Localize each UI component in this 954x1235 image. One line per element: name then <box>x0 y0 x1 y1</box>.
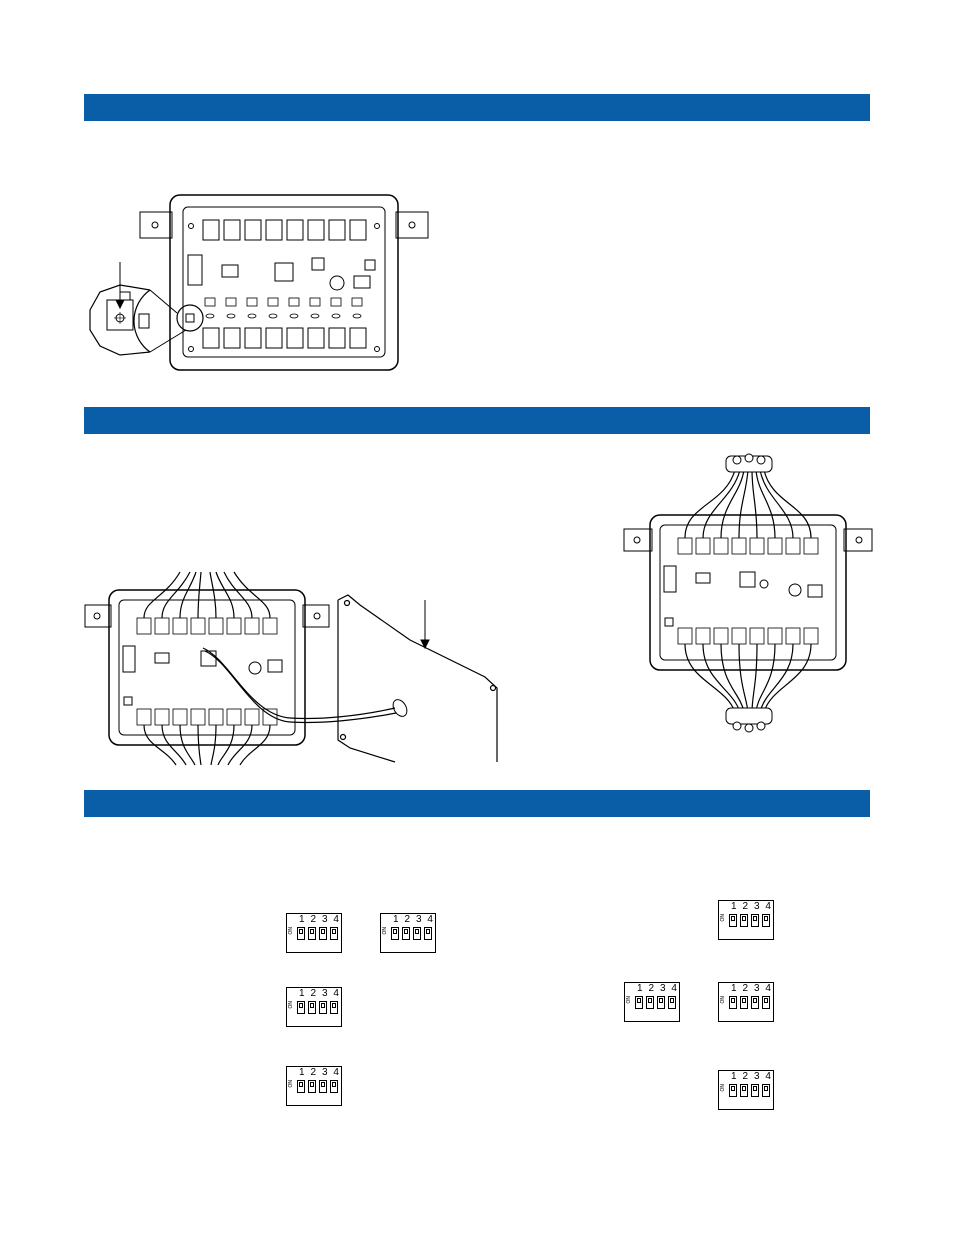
dip-on-label: ON <box>288 927 294 935</box>
dip-label: 4 <box>765 901 771 912</box>
dip-toggle <box>319 1080 327 1093</box>
dip-toggle <box>751 1084 759 1097</box>
dip-toggle <box>762 1084 770 1097</box>
dip-label: 3 <box>753 901 760 912</box>
dip-toggle <box>319 1001 327 1014</box>
dip-toggle <box>308 1001 316 1014</box>
dip-toggle <box>751 996 759 1009</box>
dip-toggle <box>729 914 737 927</box>
dip-toggle <box>297 1080 305 1093</box>
dip-switch-e: 1 2 3 4 ON <box>718 900 774 940</box>
dip-label: 4 <box>765 983 771 994</box>
section-header-bar-2 <box>84 407 870 434</box>
cable-bundle-bottom <box>725 707 773 733</box>
dip-label: 2 <box>310 988 317 999</box>
board-figure-1 <box>89 194 429 371</box>
board-figure-3 <box>623 453 873 733</box>
dip-label: 3 <box>753 983 760 994</box>
dip-on-label: ON <box>382 927 388 935</box>
dip-label: 2 <box>310 1067 317 1078</box>
rj-jacks-bottom <box>202 327 367 349</box>
dip-label: 4 <box>671 983 677 994</box>
dip-switch-f: 1 2 3 4 ON <box>624 982 680 1022</box>
dip-toggle <box>740 1084 748 1097</box>
dip-label: 2 <box>742 901 749 912</box>
dip-toggle <box>297 1001 305 1014</box>
dip-label: 1 <box>299 988 305 999</box>
dip-switch-a: 1 2 3 4 ON <box>286 913 342 953</box>
dip-toggle <box>657 996 665 1009</box>
dip-label: 4 <box>427 914 433 925</box>
dip-label: 4 <box>765 1071 771 1082</box>
rj-jacks-top <box>202 219 367 241</box>
dip-toggle <box>762 914 770 927</box>
dip-toggle <box>402 927 410 940</box>
dip-toggle <box>729 996 737 1009</box>
dip-switch-d: 1 2 3 4 ON <box>286 1066 342 1106</box>
dip-toggle <box>729 1084 737 1097</box>
dip-on-label: ON <box>720 996 726 1004</box>
dip-label: 1 <box>731 1071 737 1082</box>
dip-switch-h: 1 2 3 4 ON <box>718 1070 774 1110</box>
dip-label: 1 <box>299 1067 305 1078</box>
board-figure-2 <box>84 571 498 766</box>
dip-toggle <box>740 996 748 1009</box>
dip-on-label: ON <box>720 914 726 922</box>
dip-toggle <box>668 996 676 1009</box>
section-header-bar-1 <box>84 94 870 121</box>
dip-on-label: ON <box>288 1001 294 1009</box>
dip-label: 2 <box>310 914 317 925</box>
dip-toggle <box>646 996 654 1009</box>
dip-label: 1 <box>731 983 737 994</box>
dip-label: 4 <box>333 988 339 999</box>
dip-toggle <box>330 927 338 940</box>
dip-toggle <box>635 996 643 1009</box>
dip-label: 4 <box>333 1067 339 1078</box>
dip-on-label: ON <box>288 1080 294 1088</box>
dip-toggle <box>308 927 316 940</box>
enclosure-cover <box>337 594 498 763</box>
dip-switch-c: 1 2 3 4 ON <box>286 987 342 1027</box>
dip-switch-g: 1 2 3 4 ON <box>718 982 774 1022</box>
dip-label: 2 <box>648 983 655 994</box>
dip-switch-b: 1 2 3 4 ON <box>380 913 436 953</box>
section-header-bar-3 <box>84 790 870 817</box>
cable-bundle-top <box>725 453 773 473</box>
dip-label: 1 <box>393 914 399 925</box>
dip-label: 3 <box>321 988 328 999</box>
dip-label: 3 <box>321 1067 328 1078</box>
dip-label: 3 <box>321 914 328 925</box>
dip-toggle <box>308 1080 316 1093</box>
dip-toggle <box>413 927 421 940</box>
dip-toggle <box>319 927 327 940</box>
dip-toggle <box>751 914 759 927</box>
dip-label: 2 <box>742 983 749 994</box>
dip-label: 4 <box>333 914 339 925</box>
dip-label: 2 <box>742 1071 749 1082</box>
dip-label: 1 <box>731 901 737 912</box>
dip-toggle <box>424 927 432 940</box>
dip-on-label: ON <box>626 996 632 1004</box>
dip-label: 3 <box>753 1071 760 1082</box>
dip-label: 1 <box>637 983 643 994</box>
dip-label: 1 <box>299 914 305 925</box>
dip-toggle <box>330 1001 338 1014</box>
dip-toggle <box>330 1080 338 1093</box>
dip-toggle <box>297 927 305 940</box>
dip-toggle <box>391 927 399 940</box>
dip-toggle <box>762 996 770 1009</box>
zoom-circle <box>176 304 204 332</box>
dip-label: 3 <box>659 983 666 994</box>
dip-label: 2 <box>404 914 411 925</box>
dip-label: 3 <box>415 914 422 925</box>
dip-on-label: ON <box>720 1084 726 1092</box>
dip-toggle <box>740 914 748 927</box>
